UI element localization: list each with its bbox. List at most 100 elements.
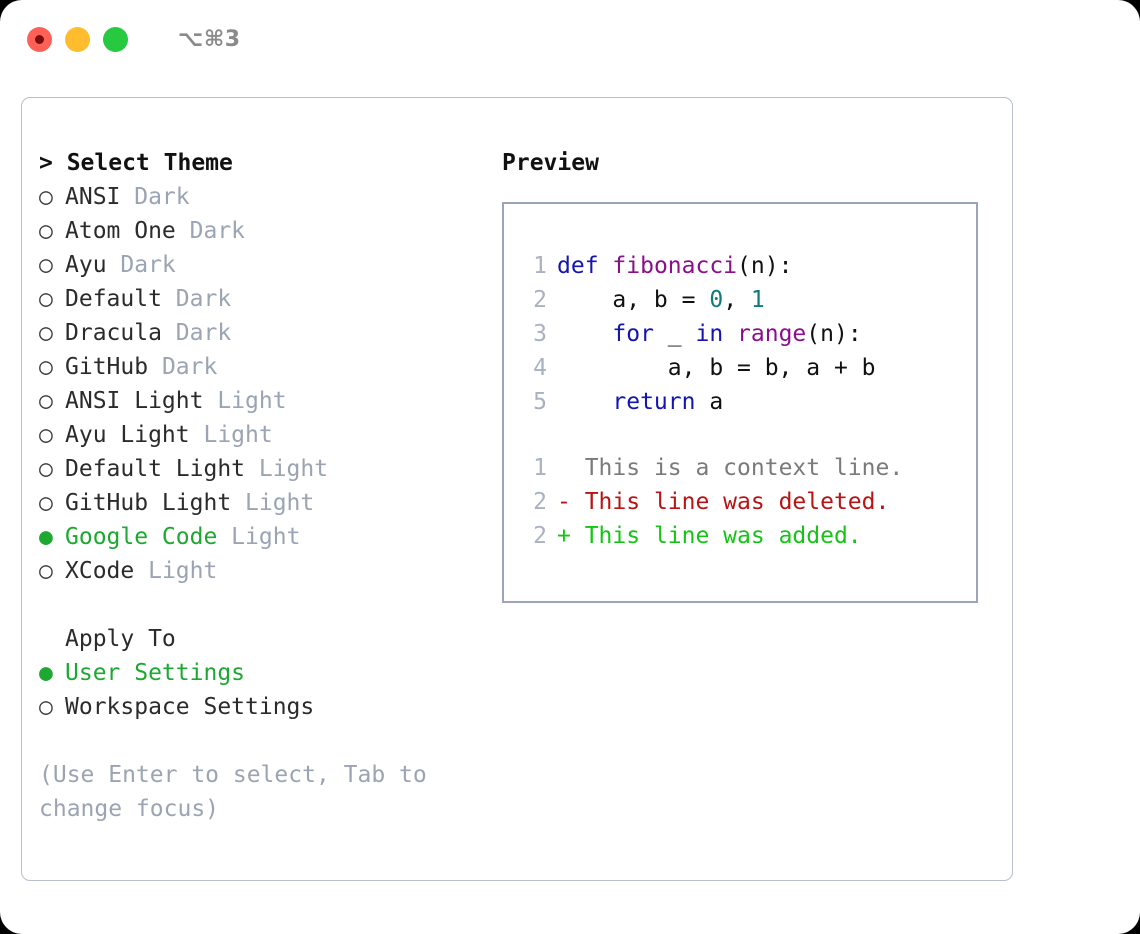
theme-option-6[interactable]: ○ ANSI Light Light bbox=[39, 384, 489, 418]
traffic-lights bbox=[27, 26, 128, 52]
theme-option-label: Google Code bbox=[65, 524, 218, 550]
radio-unselected-icon: ○ bbox=[39, 354, 53, 380]
diff-text: This is a context line. bbox=[584, 455, 904, 481]
diff-marker: - bbox=[557, 489, 585, 515]
theme-option-variant: Dark bbox=[106, 252, 176, 278]
diff-text: This line was added. bbox=[584, 523, 862, 549]
code-token: _ bbox=[653, 321, 696, 347]
theme-list: ○ANSI Dark○Atom One Dark○Ayu Dark○Defaul… bbox=[39, 180, 489, 588]
maximize-button[interactable] bbox=[103, 26, 128, 52]
title-bar: ⌥⌘3 bbox=[0, 0, 1140, 78]
theme-option-label: Ayu Light bbox=[65, 422, 190, 448]
code-line: 5 return a bbox=[521, 385, 976, 419]
radio-unselected-icon: ○ bbox=[39, 490, 53, 516]
apply-to-option-label: Workspace Settings bbox=[65, 694, 315, 720]
line-number: 2 bbox=[533, 489, 547, 515]
theme-option-variant: Light bbox=[231, 490, 315, 516]
close-button[interactable] bbox=[27, 26, 52, 52]
minimize-button[interactable] bbox=[65, 26, 90, 52]
theme-option-variant: Light bbox=[189, 422, 273, 448]
apply-to-option-1[interactable]: ○ Workspace Settings bbox=[39, 690, 489, 724]
theme-option-3[interactable]: ○ Default Dark bbox=[39, 282, 489, 316]
apply-to-heading-indent bbox=[39, 622, 65, 656]
radio-unselected-icon: ○ bbox=[39, 286, 53, 312]
theme-option-variant: Dark bbox=[120, 184, 190, 210]
code-token: in bbox=[695, 321, 724, 347]
theme-option-4[interactable]: ○Dracula Dark bbox=[39, 316, 489, 350]
theme-option-9[interactable]: ○ GitHub Light Light bbox=[39, 486, 489, 520]
radio-unselected-icon: ○ bbox=[39, 252, 53, 278]
code-token bbox=[599, 249, 613, 283]
main-panel: > Select Theme ○ANSI Dark○Atom One Dark○… bbox=[21, 97, 1013, 881]
code-token: return bbox=[612, 389, 696, 415]
code-token: (n): bbox=[737, 253, 793, 279]
diff-marker bbox=[557, 451, 585, 485]
apply-to-option-0[interactable]: ● User Settings bbox=[39, 656, 489, 690]
radio-selected-icon: ● bbox=[39, 660, 53, 686]
code-line: 3 for _ in range(n): bbox=[521, 317, 976, 351]
theme-option-variant: Dark bbox=[148, 354, 218, 380]
diff-line-del: 2- This line was deleted. bbox=[521, 485, 976, 519]
radio-unselected-icon: ○ bbox=[39, 184, 53, 210]
theme-option-label: ANSI bbox=[65, 184, 121, 210]
apply-to-option-label: User Settings bbox=[65, 660, 246, 686]
radio-unselected-icon: ○ bbox=[39, 422, 53, 448]
theme-option-label: ANSI Light bbox=[65, 388, 204, 414]
theme-option-label: XCode bbox=[65, 558, 135, 584]
code-diff-separator bbox=[521, 419, 976, 451]
line-number: 3 bbox=[533, 321, 547, 347]
line-number: 2 bbox=[533, 287, 547, 313]
code-token: 0 bbox=[709, 287, 724, 313]
theme-option-variant: Light bbox=[217, 524, 301, 550]
theme-option-variant: Dark bbox=[161, 286, 232, 312]
apply-to-heading: Apply To bbox=[39, 622, 489, 656]
theme-option-0[interactable]: ○ ANSI Dark bbox=[39, 180, 489, 214]
theme-option-label: Atom One bbox=[65, 218, 176, 244]
code-token: a, b = b, a + b bbox=[557, 355, 876, 381]
code-token: a bbox=[695, 389, 724, 415]
theme-option-label: Ayu bbox=[65, 252, 107, 278]
theme-option-variant: Dark bbox=[175, 218, 246, 244]
code-token bbox=[557, 317, 612, 351]
code-token: (n): bbox=[806, 321, 862, 347]
code-token bbox=[557, 385, 612, 419]
code-token: def bbox=[557, 253, 599, 279]
radio-unselected-icon: ○ bbox=[39, 388, 53, 414]
line-number: 1 bbox=[533, 455, 547, 481]
line-number: 4 bbox=[533, 355, 547, 381]
apply-to-heading-label: Apply To bbox=[65, 626, 176, 652]
code-token: fibonacci bbox=[612, 253, 738, 279]
radio-unselected-icon: ○ bbox=[39, 694, 53, 720]
theme-option-label: Default bbox=[65, 286, 162, 312]
diff-text: This line was deleted. bbox=[584, 489, 890, 515]
close-icon bbox=[35, 34, 44, 44]
section-spacer bbox=[39, 588, 489, 622]
code-token: for bbox=[612, 321, 654, 347]
theme-option-label: Dracula bbox=[65, 320, 162, 346]
keyboard-shortcut-label: ⌥⌘3 bbox=[178, 26, 241, 52]
theme-option-7[interactable]: ○ Ayu Light Light bbox=[39, 418, 489, 452]
theme-option-2[interactable]: ○ Ayu Dark bbox=[39, 248, 489, 282]
code-line: 2 a, b = 0, 1 bbox=[521, 283, 976, 317]
line-number: 5 bbox=[533, 389, 547, 415]
radio-unselected-icon: ○ bbox=[39, 320, 53, 346]
theme-option-8[interactable]: ○Default Light Light bbox=[39, 452, 489, 486]
apply-to-list: ● User Settings ○ Workspace Settings bbox=[39, 656, 489, 724]
theme-option-11[interactable]: ○XCode Light bbox=[39, 554, 489, 588]
code-line: 1 def fibonacci(n): bbox=[521, 249, 976, 283]
select-theme-heading: > Select Theme bbox=[39, 150, 233, 176]
line-number: 1 bbox=[533, 253, 547, 279]
theme-option-10[interactable]: ● Google Code Light bbox=[39, 520, 489, 554]
code-line: 4 a, b = b, a + b bbox=[521, 351, 976, 385]
theme-option-variant: Light bbox=[203, 388, 287, 414]
theme-option-label: GitHub bbox=[65, 354, 149, 380]
code-token: 1 bbox=[750, 287, 765, 313]
radio-selected-icon: ● bbox=[39, 524, 53, 550]
theme-option-label: GitHub Light bbox=[65, 490, 232, 516]
theme-option-1[interactable]: ○Atom One Dark bbox=[39, 214, 489, 248]
theme-option-5[interactable]: ○ GitHub Dark bbox=[39, 350, 489, 384]
